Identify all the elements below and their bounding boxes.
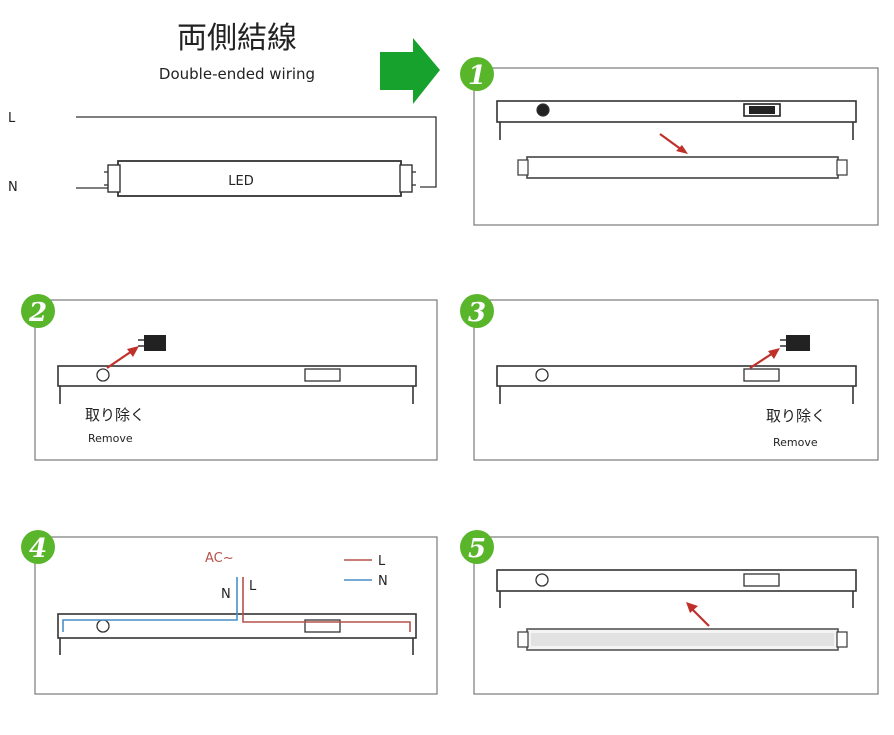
fixture-body <box>496 569 857 592</box>
step-number: 4 <box>29 534 47 564</box>
wire-n <box>62 577 238 632</box>
legend-n-label: N <box>378 574 388 589</box>
ballast-slot <box>743 573 780 587</box>
socket-icon <box>535 573 549 587</box>
step-2-badge: 2 <box>21 294 55 328</box>
ballast-slot <box>743 368 780 382</box>
red-arrow-icon <box>127 346 139 357</box>
step-4-panel: AC~ N L L N <box>34 536 438 695</box>
l-label: L <box>249 579 257 594</box>
socket-icon <box>96 368 110 382</box>
ballast-icon <box>786 335 810 351</box>
step-number: 3 <box>468 298 486 328</box>
red-arrow-icon <box>676 145 688 154</box>
wiring-diagram: L N LED <box>8 111 437 197</box>
wire-l <box>242 577 411 632</box>
socket-icon <box>96 619 110 633</box>
step-3-panel: 取り除く Remove <box>473 299 879 461</box>
title-japanese: 両側結線 <box>177 21 297 56</box>
step-1-panel <box>473 67 879 226</box>
ballast-slot <box>304 368 341 382</box>
led-tube <box>526 156 839 179</box>
ballast-icon <box>144 335 166 351</box>
fixture-body <box>57 365 417 387</box>
caption-jp: 取り除く <box>766 407 826 425</box>
ballast-slot <box>304 619 341 633</box>
step-2-panel: 取り除く Remove <box>34 299 438 461</box>
wire-l <box>76 116 437 188</box>
caption-jp: 取り除く <box>85 406 145 424</box>
wire-label-l: L <box>8 111 16 126</box>
fixture-body <box>496 365 857 387</box>
step-number: 1 <box>468 61 486 91</box>
ac-label: AC~ <box>205 551 234 566</box>
big-green-arrow-icon <box>380 38 440 104</box>
step-number: 5 <box>468 534 486 564</box>
n-label: N <box>221 587 231 602</box>
legend-l-label: L <box>378 554 386 569</box>
step-1-badge: 1 <box>460 57 494 91</box>
fixture-body <box>496 100 857 123</box>
caption-en: Remove <box>773 436 818 449</box>
step-3-badge: 3 <box>460 294 494 328</box>
step-5-panel <box>473 536 879 695</box>
red-arrow-icon <box>686 602 698 613</box>
tube-label: LED <box>228 174 253 189</box>
socket-icon <box>536 103 550 117</box>
red-arrow-icon <box>768 348 780 359</box>
caption-en: Remove <box>88 432 133 445</box>
tube-cap-right <box>399 164 413 193</box>
wire-label-n: N <box>8 180 18 195</box>
tube-cap-left <box>107 164 121 193</box>
step-4-badge: 4 <box>21 530 55 564</box>
socket-icon <box>535 368 549 382</box>
title-english: Double-ended wiring <box>159 65 315 83</box>
step-number: 2 <box>28 298 47 328</box>
step-5-badge: 5 <box>460 530 494 564</box>
led-tube <box>117 160 402 197</box>
